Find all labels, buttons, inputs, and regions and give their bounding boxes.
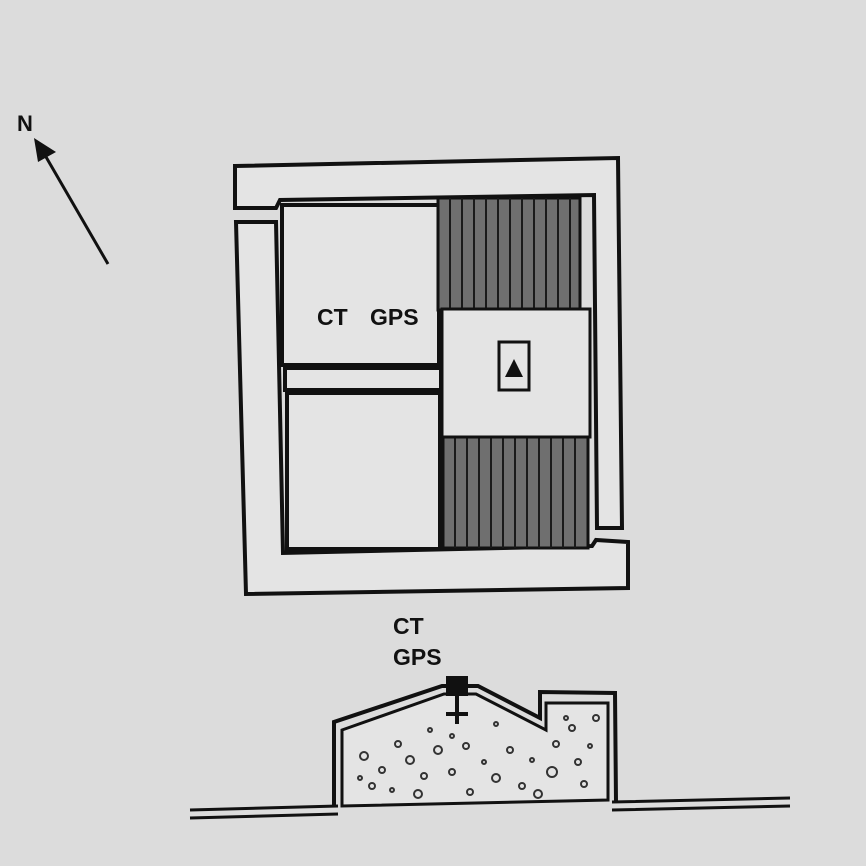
monument-body xyxy=(340,692,610,808)
north-label: N xyxy=(17,111,33,136)
plan-steps-top xyxy=(436,196,582,312)
gps-mount-icon xyxy=(446,676,468,724)
plan-view xyxy=(233,155,630,597)
section-label-ct: CT xyxy=(393,613,424,639)
ground-line xyxy=(189,796,791,820)
north-arrow-icon xyxy=(40,149,110,265)
plan-top-left-slab xyxy=(280,203,441,367)
plan-left-wall xyxy=(233,220,630,597)
plan-bottom-left-slab xyxy=(285,391,442,551)
plan-center-platform xyxy=(440,307,592,439)
plan-label-ct: CT xyxy=(317,304,348,330)
plan-top-wall xyxy=(233,155,625,530)
triangle-marker-icon xyxy=(505,359,523,377)
section-view xyxy=(189,676,791,820)
monument-outline-outer xyxy=(332,684,618,806)
plan-label-gps: GPS xyxy=(370,304,419,330)
compass: N xyxy=(17,111,110,265)
concrete-aggregate xyxy=(357,714,600,799)
plan-middle-strip xyxy=(283,366,443,392)
plan-steps-bottom xyxy=(441,434,590,550)
north-arrowhead-icon xyxy=(34,138,56,162)
section-label-gps: GPS xyxy=(393,644,442,670)
